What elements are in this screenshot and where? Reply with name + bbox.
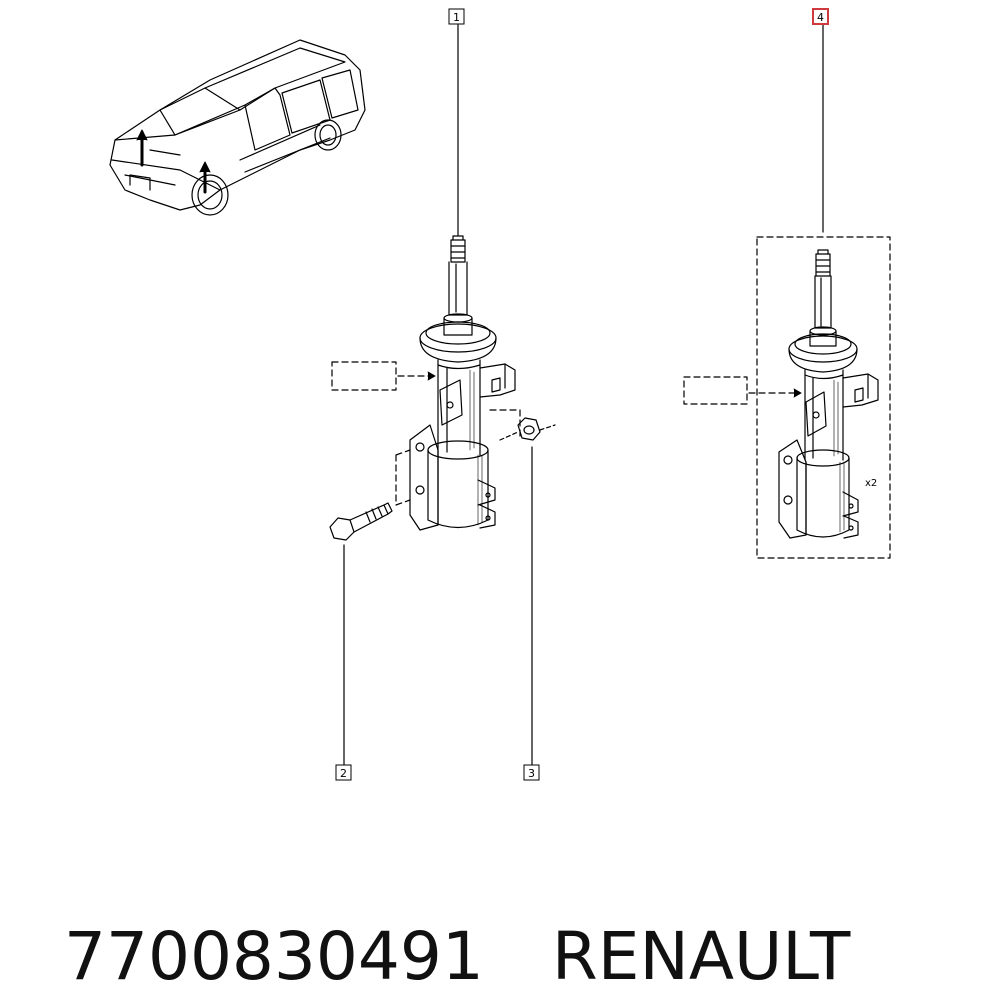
callout-2: 2 xyxy=(335,764,352,781)
brand-name: RENAULT xyxy=(551,918,851,995)
bolt xyxy=(329,502,393,541)
callout-2-label: 2 xyxy=(340,767,347,780)
callout-1-label: 1 xyxy=(453,11,460,24)
callout-3-label: 3 xyxy=(528,767,535,780)
part-number: 7700830491 xyxy=(63,918,484,995)
callout-4-label: 4 xyxy=(817,11,824,24)
callout-leader-lines xyxy=(343,24,824,766)
nut xyxy=(499,417,556,441)
quantity-label: x2 xyxy=(865,478,877,489)
shock-absorber-kit xyxy=(683,236,891,559)
shock-absorber-main xyxy=(331,235,521,531)
car-illustration xyxy=(109,39,366,216)
callout-4: 4 xyxy=(812,8,829,25)
callout-1: 1 xyxy=(448,8,465,25)
callout-3: 3 xyxy=(523,764,540,781)
